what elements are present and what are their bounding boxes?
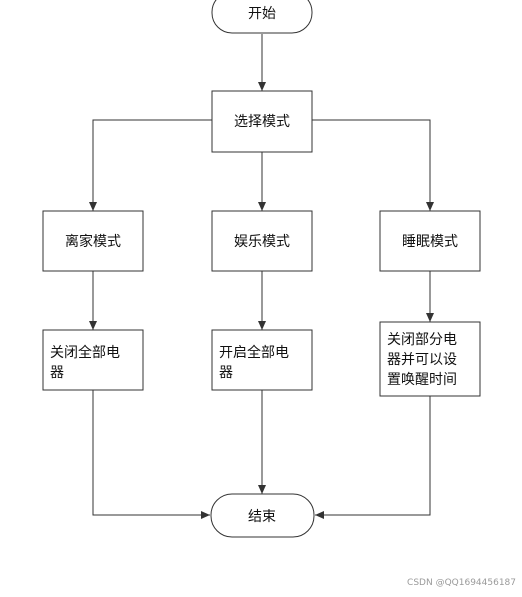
away-mode-label: 离家模式	[65, 233, 121, 250]
arrow-select-to-sleep	[312, 119, 434, 211]
sleep-action-node: 关闭部分电 器并可以设 置唤醒时间	[379, 321, 481, 397]
arrow-sleep-action-to-end	[315, 396, 431, 519]
sleep-action-line-3: 置唤醒时间	[387, 371, 457, 388]
sleep-mode-node: 睡眠模式	[379, 210, 481, 272]
connectors	[89, 34, 434, 519]
arrow-away-action-to-end	[92, 390, 210, 519]
away-action-line-1: 关闭全部电	[50, 344, 120, 361]
entertainment-action-line-2: 器	[219, 365, 233, 381]
select-mode-node: 选择模式	[211, 90, 313, 153]
away-action-node: 关闭全部电 器	[42, 329, 144, 391]
arrow-select-to-away	[89, 119, 212, 211]
select-mode-label: 选择模式	[234, 114, 290, 130]
away-mode-node: 离家模式	[42, 210, 144, 272]
end-label: 结束	[248, 509, 276, 525]
entertainment-action-line-1: 开启全部电	[219, 344, 289, 361]
entertainment-mode-label: 娱乐模式	[234, 234, 290, 250]
sleep-action-line-2: 器并可以设	[387, 352, 457, 368]
end-node: 结束	[210, 493, 315, 538]
entertainment-action-node: 开启全部电 器	[211, 329, 313, 391]
sleep-action-line-1: 关闭部分电	[387, 332, 457, 348]
start-node: 开始	[211, 0, 313, 34]
entertainment-mode-node: 娱乐模式	[211, 210, 313, 272]
start-label: 开始	[248, 6, 276, 22]
away-action-line-2: 器	[50, 365, 64, 381]
watermark: CSDN @QQ1694456187	[407, 578, 516, 588]
sleep-mode-label: 睡眠模式	[402, 234, 458, 250]
